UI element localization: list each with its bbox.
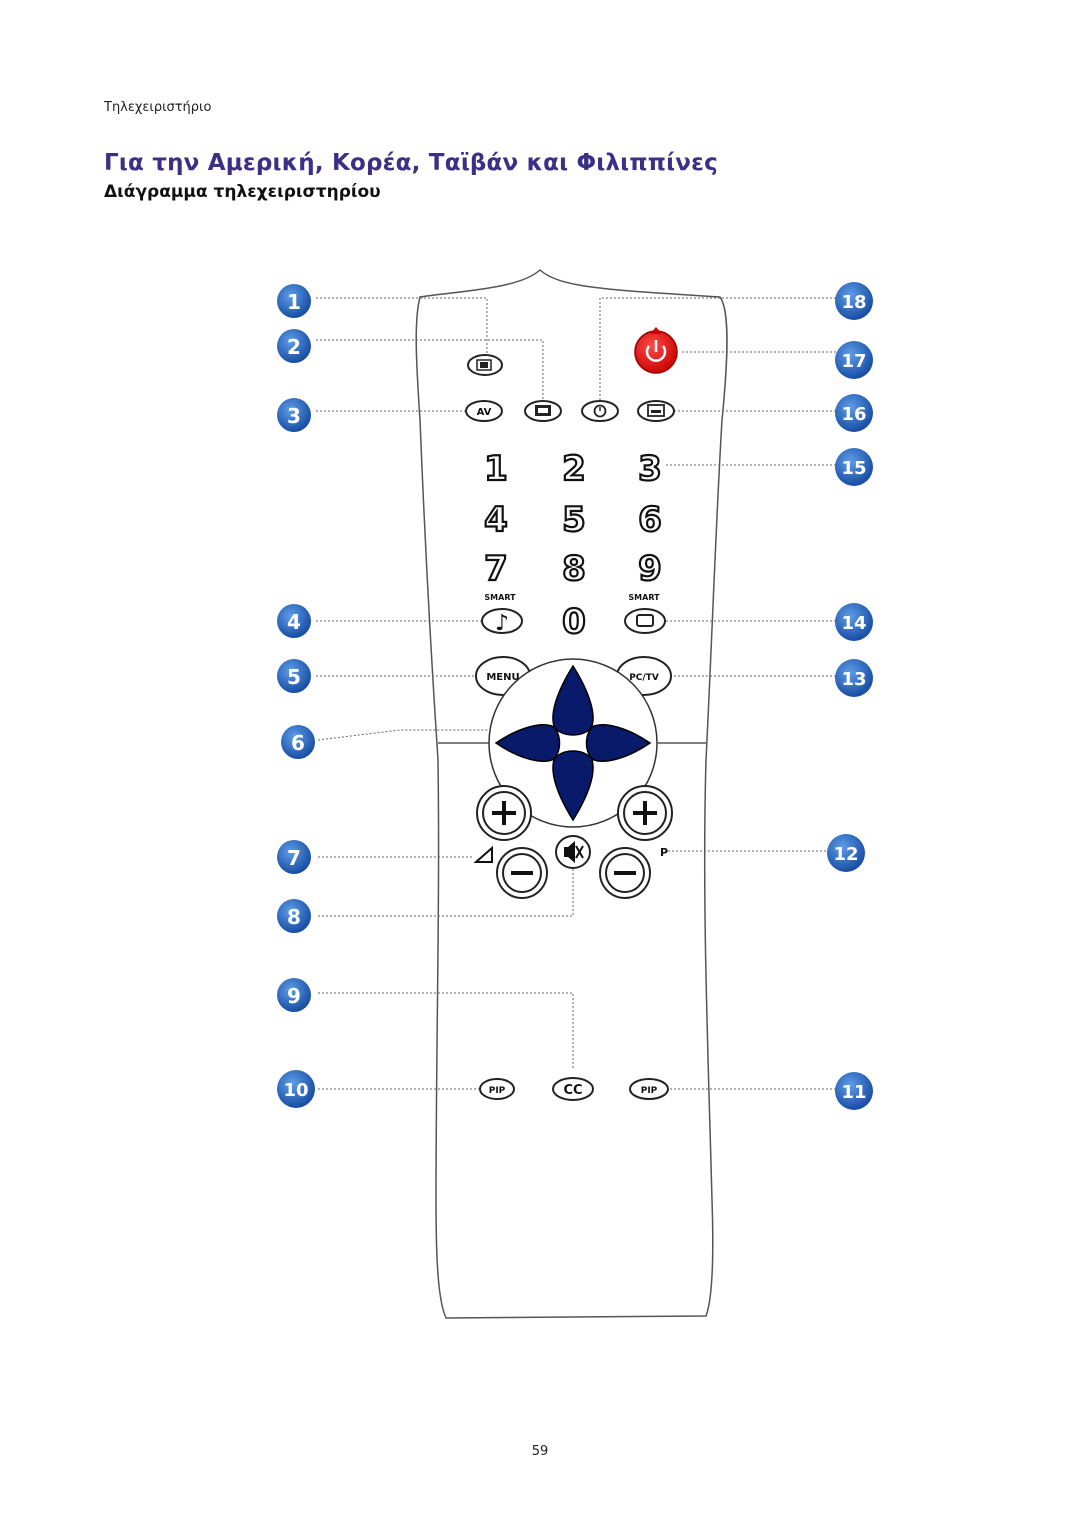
svg-text:0: 0 bbox=[562, 602, 586, 642]
picture-format-button[interactable] bbox=[467, 354, 503, 376]
callout-16: 16 bbox=[835, 394, 873, 432]
smart-picture-button[interactable] bbox=[624, 608, 666, 634]
callout-10: 10 bbox=[277, 1070, 315, 1108]
pc-tv-label: PC/TV bbox=[629, 673, 659, 683]
callout-12: 12 bbox=[827, 834, 865, 872]
svg-text:16: 16 bbox=[841, 404, 866, 425]
cursor-ring bbox=[488, 658, 658, 828]
smart-sound-button[interactable]: ♪ bbox=[481, 608, 523, 636]
svg-text:1: 1 bbox=[484, 449, 508, 489]
cursor-down-button[interactable] bbox=[552, 750, 594, 822]
page-subtitle: Διάγραμμα τηλεχειριστηρίου bbox=[104, 182, 381, 202]
key-8[interactable]: 8 bbox=[561, 548, 587, 590]
callout-3: 3 bbox=[277, 398, 311, 432]
key-4[interactable]: 4 bbox=[483, 499, 509, 541]
svg-text:1: 1 bbox=[287, 290, 301, 314]
page-number: 59 bbox=[531, 1444, 549, 1459]
volume-up-button[interactable] bbox=[476, 785, 532, 841]
cursor-up-button[interactable] bbox=[552, 664, 594, 736]
key-3[interactable]: 3 bbox=[637, 448, 663, 490]
svg-text:3: 3 bbox=[638, 449, 662, 489]
svg-text:2: 2 bbox=[287, 335, 301, 359]
callout-13: 13 bbox=[835, 659, 873, 697]
volume-icon bbox=[473, 845, 493, 863]
svg-text:6: 6 bbox=[638, 500, 662, 540]
svg-text:4: 4 bbox=[287, 610, 301, 634]
cc-label: CC bbox=[563, 1083, 582, 1098]
callout-9: 9 bbox=[277, 978, 311, 1012]
key-0[interactable]: 0 bbox=[561, 601, 587, 643]
key-6[interactable]: 6 bbox=[637, 499, 663, 541]
svg-text:5: 5 bbox=[562, 500, 586, 540]
svg-text:10: 10 bbox=[283, 1080, 308, 1101]
pip-label-right: PIP bbox=[641, 1086, 658, 1096]
key-5[interactable]: 5 bbox=[561, 499, 587, 541]
av-label: AV bbox=[477, 407, 492, 418]
page-title: Για την Αμερική, Κορέα, Ταϊβάν και Φιλιπ… bbox=[104, 150, 718, 176]
svg-text:6: 6 bbox=[291, 731, 305, 755]
svg-text:7: 7 bbox=[287, 846, 301, 870]
cursor-right-button[interactable] bbox=[585, 724, 652, 762]
callout-4: 4 bbox=[277, 604, 311, 638]
cursor-left-button[interactable] bbox=[494, 724, 561, 762]
pip-label-left: PIP bbox=[489, 1086, 506, 1096]
callout-11: 11 bbox=[835, 1072, 873, 1110]
program-up-button[interactable] bbox=[617, 785, 673, 841]
svg-text:11: 11 bbox=[841, 1082, 866, 1103]
menu-label: MENU bbox=[486, 672, 519, 683]
cc-button[interactable]: CC bbox=[552, 1077, 594, 1101]
power-button[interactable] bbox=[634, 327, 678, 374]
key-9[interactable]: 9 bbox=[637, 548, 663, 590]
svg-text:14: 14 bbox=[841, 613, 866, 634]
key-1[interactable]: 1 bbox=[483, 448, 509, 490]
callout-15: 15 bbox=[835, 448, 873, 486]
volume-down-button[interactable] bbox=[496, 847, 548, 899]
callout-8: 8 bbox=[277, 899, 311, 933]
svg-text:15: 15 bbox=[841, 458, 866, 479]
svg-text:3: 3 bbox=[287, 404, 301, 428]
teletext-button[interactable] bbox=[524, 400, 562, 422]
svg-text:12: 12 bbox=[833, 844, 858, 865]
callout-5: 5 bbox=[277, 659, 311, 693]
callout-18: 18 bbox=[835, 282, 873, 320]
pip-button-right[interactable]: PIP bbox=[629, 1078, 669, 1100]
svg-text:7: 7 bbox=[484, 549, 508, 589]
smart-sound-label: SMART bbox=[484, 593, 516, 602]
callout-2: 2 bbox=[277, 329, 311, 363]
program-down-button[interactable] bbox=[599, 847, 651, 899]
svg-text:17: 17 bbox=[841, 351, 866, 372]
music-note-icon: ♪ bbox=[495, 611, 509, 636]
svg-text:4: 4 bbox=[484, 500, 508, 540]
keypad: 1 2 3 4 5 6 7 8 9 0 bbox=[483, 448, 663, 643]
callout-7: 7 bbox=[277, 840, 311, 874]
svg-text:18: 18 bbox=[841, 292, 866, 313]
svg-text:8: 8 bbox=[287, 905, 301, 929]
smart-picture-label: SMART bbox=[628, 593, 660, 602]
callout-6: 6 bbox=[281, 725, 315, 759]
key-2[interactable]: 2 bbox=[561, 448, 587, 490]
clock-button[interactable] bbox=[581, 400, 619, 422]
mute-button[interactable] bbox=[555, 835, 591, 869]
program-label: P bbox=[660, 846, 668, 859]
svg-text:5: 5 bbox=[287, 665, 301, 689]
subtitle-button[interactable] bbox=[637, 400, 675, 422]
leader-lines bbox=[316, 297, 836, 1090]
breadcrumb: Τηλεχειριστήριο bbox=[104, 100, 212, 115]
svg-text:2: 2 bbox=[562, 449, 586, 489]
av-button[interactable]: AV bbox=[465, 400, 503, 422]
svg-text:8: 8 bbox=[562, 549, 586, 589]
callout-17: 17 bbox=[835, 341, 873, 379]
callout-14: 14 bbox=[835, 603, 873, 641]
svg-text:13: 13 bbox=[841, 669, 866, 690]
svg-text:9: 9 bbox=[638, 549, 662, 589]
mute-icon bbox=[564, 841, 575, 863]
pip-button-left[interactable]: PIP bbox=[479, 1078, 515, 1100]
key-7[interactable]: 7 bbox=[483, 548, 509, 590]
callout-1: 1 bbox=[277, 284, 311, 318]
screen-icon bbox=[636, 614, 654, 627]
svg-text:9: 9 bbox=[287, 984, 301, 1008]
